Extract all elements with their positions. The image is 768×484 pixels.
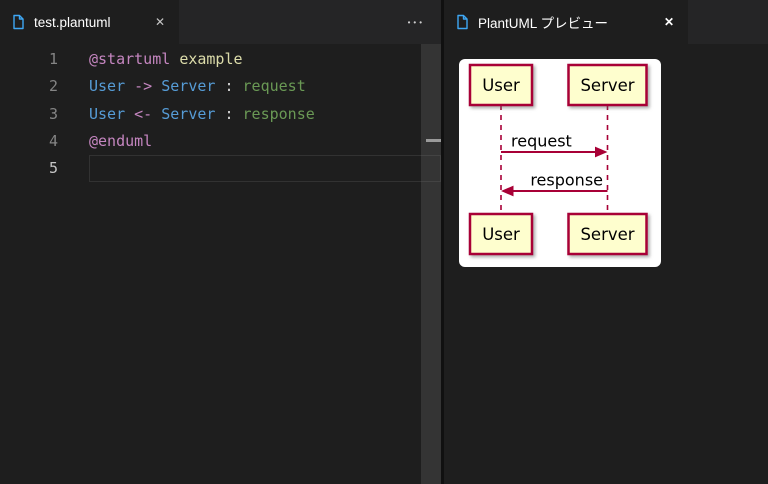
- participant-label: Server: [580, 76, 634, 95]
- tab-label: test.plantuml: [34, 14, 111, 30]
- message-label-request: request: [511, 132, 572, 151]
- tab-bar-empty-space: •••: [179, 0, 441, 44]
- line-content: @enduml: [89, 131, 153, 150]
- line-content: User <- Server : response: [89, 104, 315, 123]
- plantuml-diagram: User Server request response User Server: [459, 59, 661, 267]
- arrowhead-left: [501, 185, 514, 197]
- line-number: 5: [48, 159, 58, 178]
- code-line-5[interactable]: 5: [0, 155, 441, 183]
- arrowhead-right: [595, 146, 608, 158]
- tab-plantuml-preview[interactable]: PlantUML プレビュー ✕: [444, 0, 688, 44]
- participant-label: User: [482, 76, 520, 95]
- code-line-4[interactable]: 4 @enduml: [0, 128, 441, 155]
- sequence-diagram-svg: User Server request response User Server: [468, 63, 648, 256]
- participant-label: User: [482, 225, 520, 244]
- tab-label: PlantUML プレビュー: [478, 16, 609, 31]
- preview-group: PlantUML プレビュー ✕ User Server request: [444, 0, 768, 484]
- participant-box-user-top: [468, 63, 534, 107]
- line-number: 2: [48, 77, 58, 96]
- code-line-1[interactable]: 1 @startuml example: [0, 46, 441, 73]
- close-icon[interactable]: ✕: [154, 15, 166, 29]
- participant-box-user-bottom: [468, 212, 534, 256]
- participant-label: Server: [580, 225, 634, 244]
- line-number: 1: [48, 50, 58, 68]
- line-content: User -> Server : request: [89, 77, 306, 96]
- preview-tab-bar: PlantUML プレビュー ✕: [444, 0, 768, 44]
- message-label-response: response: [530, 171, 603, 190]
- editor-tab-bar: test.plantuml ✕ •••: [0, 0, 441, 44]
- participant-box-server-top: [567, 63, 648, 107]
- code-line-3[interactable]: 3 User <- Server : response: [0, 101, 441, 128]
- line-content: @startuml example: [89, 50, 243, 68]
- line-number: 3: [48, 104, 58, 123]
- line-content: [89, 155, 441, 183]
- tab-bar-empty-space: [688, 0, 768, 44]
- participant-box-server-bottom: [567, 212, 648, 256]
- line-number: 4: [48, 131, 58, 150]
- editor-scrollbar[interactable]: [421, 44, 441, 484]
- overview-ruler-mark: [426, 139, 441, 142]
- code-lines: 1 @startuml example 2 User -> Server : requ…: [0, 44, 441, 183]
- file-icon: [10, 14, 26, 30]
- file-icon: [454, 14, 470, 30]
- more-actions-icon[interactable]: •••: [407, 17, 425, 27]
- code-line-2[interactable]: 2 User -> Server : request: [0, 73, 441, 100]
- tab-test-plantuml[interactable]: test.plantuml ✕: [0, 0, 179, 44]
- preview-content: User Server request response User Server: [444, 44, 768, 484]
- editor-group-sash[interactable]: [441, 0, 444, 484]
- code-editor[interactable]: 1 @startuml example 2 User -> Server : requ…: [0, 44, 441, 484]
- close-icon[interactable]: ✕: [663, 15, 675, 29]
